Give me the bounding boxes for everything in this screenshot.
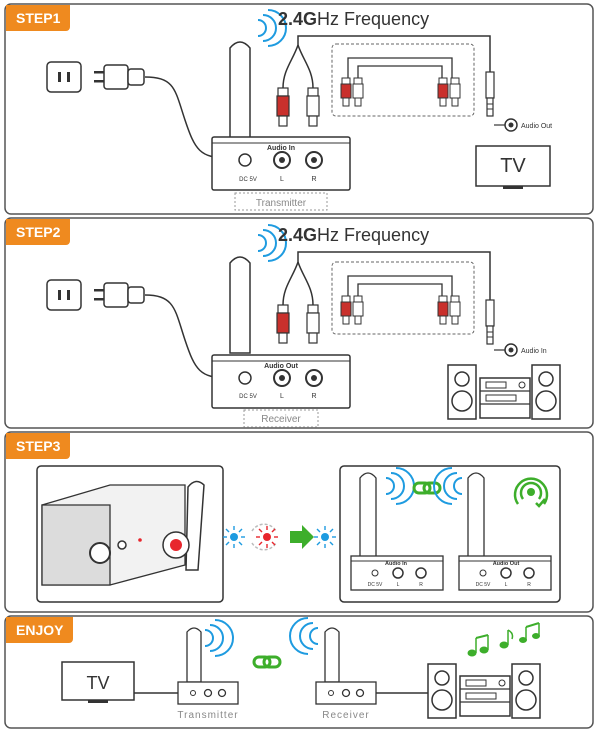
step3-rx-port-label: DC 5V [476,582,491,588]
enjoy-tv-label: TV [86,673,109,693]
rca-plug-red-icon [276,87,290,127]
power-cable [144,76,229,159]
step3-tx-port-label: DC 5V [368,582,383,588]
enjoy-label: ENJOY [6,617,74,643]
step3-tx-left-label: L [397,582,400,588]
3.5mm-plug-icon [485,71,495,117]
step2-device-name: Receiver [261,414,301,425]
step1-jack-label: Audio Out [521,123,552,130]
dc-port-icon [238,153,252,167]
step2-left-label: L [280,393,284,400]
step3-label: STEP3 [6,433,71,459]
step2-label: STEP2 [6,219,71,245]
step1-panel [4,3,594,215]
step3-rx-io-label: Audio Out [493,561,520,567]
step3-panel [4,431,594,613]
step3-tx-io-label: Audio In [385,561,408,567]
step2-right-label: R [311,393,316,400]
music-notes-icon [467,622,540,657]
step2-dc-label: DC 5V [239,394,257,400]
step1-right-label: R [311,176,316,183]
step1-dc-label: DC 5V [239,177,257,183]
wall-socket-icon [46,279,82,311]
step1-device-io-label: Audio In [267,145,295,152]
step1-border [4,3,594,215]
rca-plug-white-icon [306,87,320,127]
closeup-power-knob [89,542,111,564]
step2-jack-label: Audio In [521,348,547,355]
led-blue-icon [223,526,245,548]
optional-cable-box [331,43,475,117]
tv-icon [475,145,551,187]
step1-tv-label: TV [500,155,526,177]
step2-border [4,217,594,429]
antenna-icon [229,256,251,354]
led-red-icon [256,526,278,548]
enjoy-rx-name: Receiver [322,710,369,721]
step1-label: STEP1 [6,5,71,31]
closeup-antenna [185,480,205,571]
3.5mm-plug-icon [485,299,495,345]
paired-check-icon [513,477,549,508]
step1-freq-rest: Hz Frequency [317,9,430,29]
enjoy-panel [4,615,594,729]
step1-freq-bold: 2.4G [278,9,318,29]
step2-panel [4,217,594,429]
step1-left-label: L [280,176,284,183]
step3-tx-right-label: R [419,582,423,588]
step1-frequency-title: 2.4GHz Frequency [278,9,429,30]
enjoy-tx-name: Transmitter [177,710,238,721]
wall-socket-icon [46,61,82,93]
led-blue-solid-icon [314,526,336,548]
step1-device-name: Transmitter [256,198,307,209]
step2-frequency-title: 2.4GHz Frequency [278,225,429,246]
status-led [138,538,142,542]
step2-freq-rest: Hz Frequency [317,225,430,245]
arrow-right-icon [290,525,314,549]
step2-device-io-label: Audio Out [264,363,298,370]
step3-rx-left-label: L [505,582,508,588]
step3-rx-right-label: R [527,582,531,588]
step2-freq-bold: 2.4G [278,225,318,245]
antenna-icon [229,41,251,139]
